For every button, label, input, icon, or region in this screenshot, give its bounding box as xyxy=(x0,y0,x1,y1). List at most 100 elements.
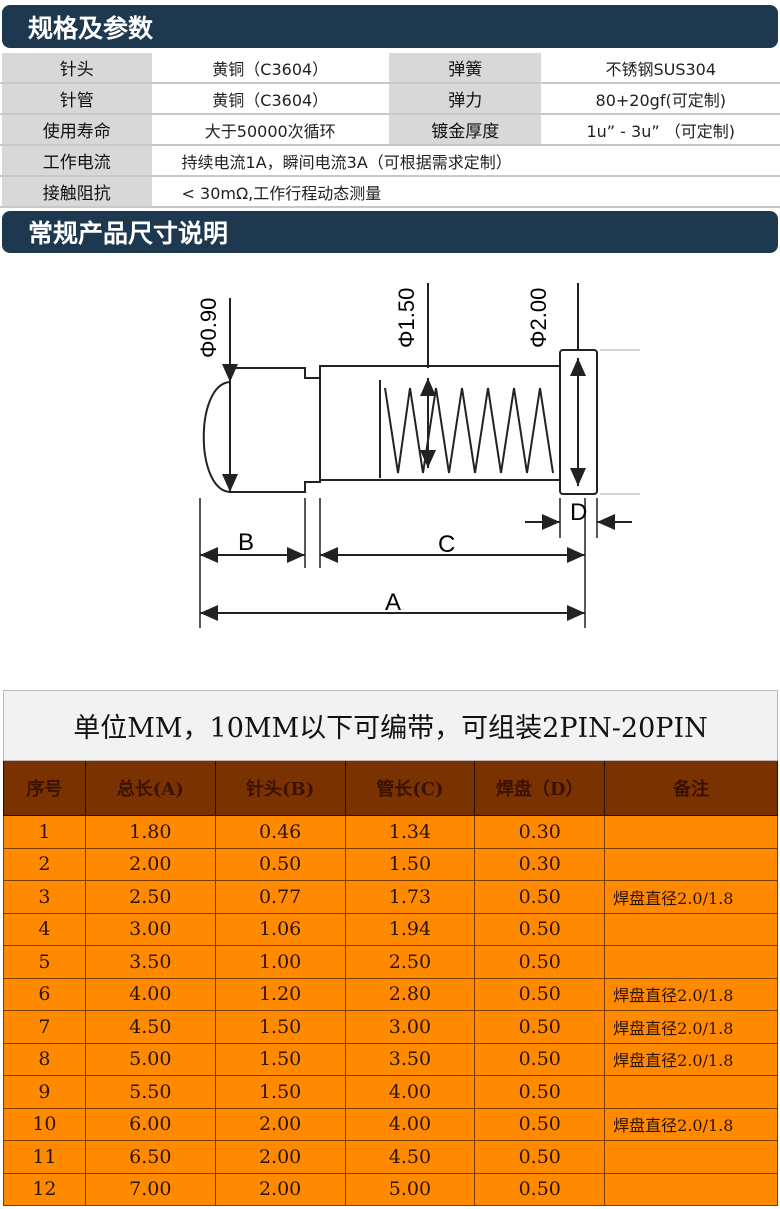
table-cell: 1.80 xyxy=(84,815,216,849)
table-cell: 0.50 xyxy=(214,847,346,881)
table-cell: 0.77 xyxy=(214,880,346,914)
table-cell xyxy=(604,1172,778,1206)
table-cell: 10 xyxy=(3,1107,86,1141)
pin-dimension-diagram: Φ0.90 Φ1.50 Φ2.00 B C A D xyxy=(196,283,640,628)
spec-label: 针头 xyxy=(0,51,154,84)
spec-section-header: 规格及参数 xyxy=(2,5,778,48)
spring xyxy=(384,387,554,474)
column-header: 针头(B) xyxy=(214,760,346,816)
table-cell: 6 xyxy=(3,977,86,1011)
table-cell: 0.50 xyxy=(474,1010,606,1044)
spec-value: 黄铜（C3604） xyxy=(151,51,389,84)
spec-value: < 30mΩ,工作行程动态测量 xyxy=(151,175,780,208)
table-cell: 2.80 xyxy=(344,977,476,1011)
table-cell: 2.00 xyxy=(214,1107,346,1141)
column-header: 备注 xyxy=(604,760,778,816)
spec-label: 弹簧 xyxy=(386,51,544,84)
table-cell: 1.50 xyxy=(344,847,476,881)
table-cell xyxy=(604,1075,778,1109)
dimension-section-header: 常规产品尺寸说明 xyxy=(2,211,778,253)
spec-value: 大于50000次循环 xyxy=(151,113,389,146)
table-cell: 0.50 xyxy=(474,1172,606,1206)
table-cell: 7.00 xyxy=(84,1172,216,1206)
spec-value: 1u” - 3u” （可定制) xyxy=(541,113,780,146)
spec-label: 接触阻抗 xyxy=(0,175,154,208)
table-cell: 4.00 xyxy=(344,1107,476,1141)
dimension-section-title: 常规产品尺寸说明 xyxy=(28,219,229,248)
tube-outline xyxy=(319,365,561,481)
phi-200-label: Φ2.00 xyxy=(526,288,551,348)
table-cell: 焊盘直径2.0/1.8 xyxy=(604,1010,778,1044)
table-cell: 1 xyxy=(3,815,86,849)
column-header: 焊盘（D） xyxy=(474,760,606,816)
spec-value: 黄铜（C3604） xyxy=(151,82,389,115)
table-cell: 焊盘直径2.0/1.8 xyxy=(604,977,778,1011)
table-cell: 3.00 xyxy=(344,1010,476,1044)
phi-090-label: Φ0.90 xyxy=(196,298,221,358)
table-cell: 5 xyxy=(3,945,86,979)
table-cell: 4.50 xyxy=(84,1010,216,1044)
size-table: 单位MM，10MM以下可编带，可组装2PIN-20PIN 序号总长(A)针头(B… xyxy=(3,690,778,1206)
table-cell: 1.06 xyxy=(214,912,346,946)
dim-a-label: A xyxy=(385,589,401,616)
table-cell: 12 xyxy=(3,1172,86,1206)
table-cell: 0.50 xyxy=(474,1107,606,1141)
table-cell: 3 xyxy=(3,880,86,914)
table-cell: 0.50 xyxy=(474,1140,606,1174)
table-cell: 1.00 xyxy=(214,945,346,979)
table-cell: 0.30 xyxy=(474,815,606,849)
table-cell: 4 xyxy=(3,912,86,946)
table-cell: 0.50 xyxy=(474,977,606,1011)
table-cell: 7 xyxy=(3,1010,86,1044)
spec-row: 针头黄铜（C3604）弹簧不锈钢SUS304 xyxy=(0,51,780,84)
table-cell: 2.50 xyxy=(84,880,216,914)
dim-c-label: C xyxy=(438,531,455,558)
table-cell: 0.50 xyxy=(474,880,606,914)
table-cell: 0.50 xyxy=(474,945,606,979)
spec-section-title: 规格及参数 xyxy=(28,13,154,43)
table-cell: 0.30 xyxy=(474,847,606,881)
spec-label: 镀金厚度 xyxy=(386,113,544,146)
table-cell: 1.73 xyxy=(344,880,476,914)
table-cell: 1.34 xyxy=(344,815,476,849)
pin-head-outline xyxy=(202,367,321,493)
spec-row: 工作电流持续电流1A，瞬间电流3A（可根据需求定制） xyxy=(0,144,780,177)
table-cell: 1.50 xyxy=(214,1010,346,1044)
table-cell: 5.50 xyxy=(84,1075,216,1109)
table-cell: 1.94 xyxy=(344,912,476,946)
table-cell: 2.00 xyxy=(84,847,216,881)
table-cell: 0.50 xyxy=(474,912,606,946)
table-cell: 4.00 xyxy=(344,1075,476,1109)
table-cell: 4.50 xyxy=(344,1140,476,1174)
column-header: 总长(A) xyxy=(84,760,216,816)
column-header: 序号 xyxy=(3,760,86,816)
table-cell xyxy=(604,847,778,881)
table-cell: 0.50 xyxy=(474,1075,606,1109)
spec-value: 持续电流1A，瞬间电流3A（可根据需求定制） xyxy=(151,144,780,177)
table-cell: 11 xyxy=(3,1140,86,1174)
table-cell: 焊盘直径2.0/1.8 xyxy=(604,880,778,914)
spec-label: 针管 xyxy=(0,82,154,115)
table-cell: 9 xyxy=(3,1075,86,1109)
table-cell: 2.00 xyxy=(214,1140,346,1174)
table-cell: 8 xyxy=(3,1042,86,1076)
spec-row: 接触阻抗< 30mΩ,工作行程动态测量 xyxy=(0,175,780,208)
table-cell xyxy=(604,912,778,946)
table-cell: 2.00 xyxy=(214,1172,346,1206)
column-header: 管长(C) xyxy=(344,760,476,816)
table-cell: 3.50 xyxy=(84,945,216,979)
table-cell xyxy=(604,1140,778,1174)
dim-b-label: B xyxy=(238,529,254,556)
table-cell: 6.00 xyxy=(84,1107,216,1141)
spec-label: 使用寿命 xyxy=(0,113,154,146)
